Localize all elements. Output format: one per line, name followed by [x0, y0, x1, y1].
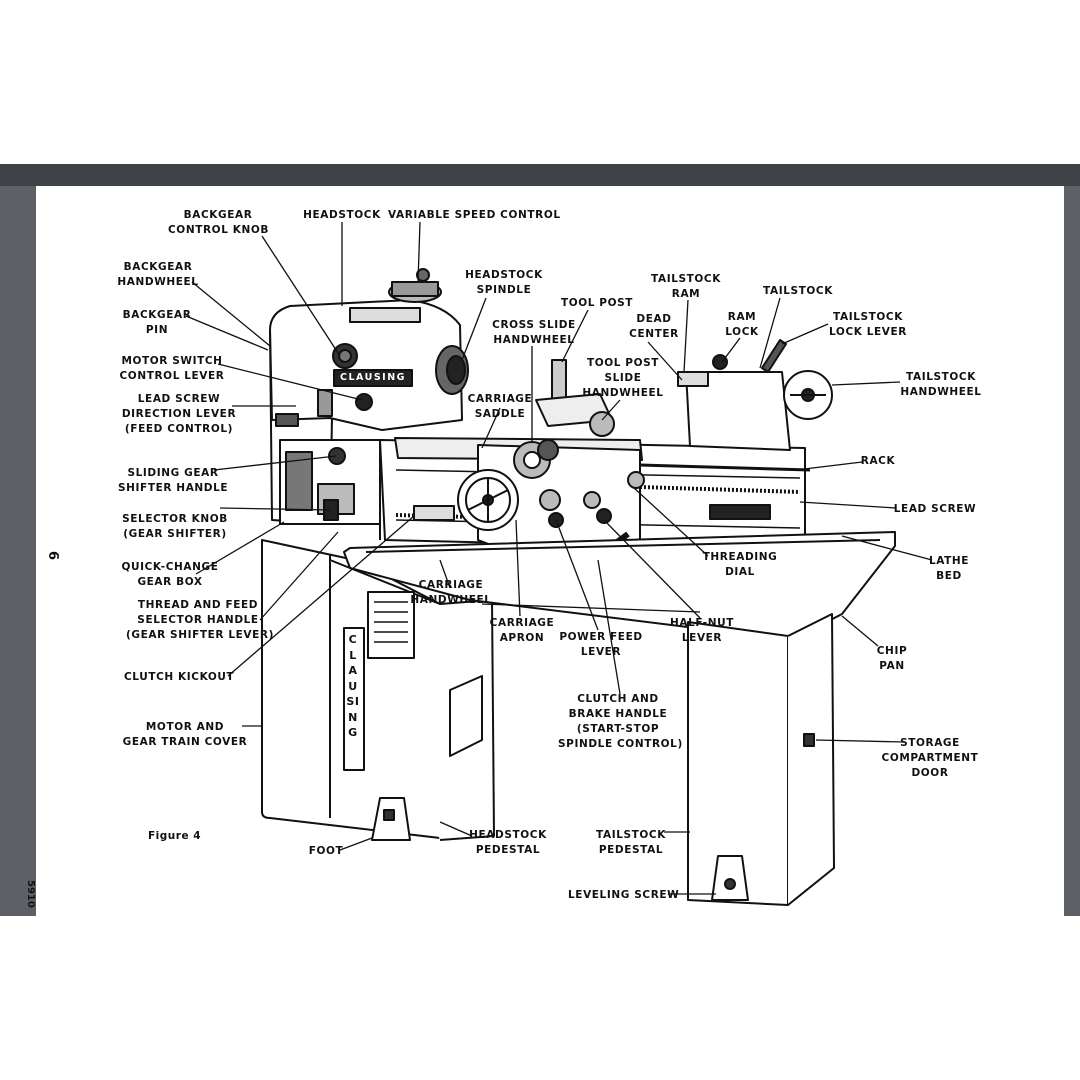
- label-tool-post: TOOL POST: [560, 297, 634, 309]
- label-half-nut-lever: HALF-NUT LEVER: [669, 617, 735, 644]
- label-carriage-saddle: CARRIAGE SADDLE: [467, 393, 533, 420]
- label-threading-dial: THREADING DIAL: [702, 551, 778, 578]
- label-headstock: HEADSTOCK: [303, 209, 381, 221]
- top-margin: [0, 0, 1080, 164]
- pedestal-lettering: CLAUSING: [346, 633, 360, 739]
- label-thread-feed-selector-handle: THREAD AND FEED SELECTOR HANDLE (GEAR SH…: [126, 599, 275, 641]
- clutch-kickout: [413, 505, 455, 521]
- label-dead-center: DEAD CENTER: [629, 313, 679, 340]
- brand-plate: CLAUSING: [340, 372, 406, 383]
- label-backgear-pin: BACKGEAR PIN: [122, 309, 192, 336]
- label-storage-compartment-door: STORAGE COMPARTMENT DOOR: [881, 737, 979, 779]
- label-tailstock-handwheel: TAILSTOCK HANDWHEEL: [900, 371, 982, 398]
- label-headstock-pedestal: HEADSTOCK PEDESTAL: [469, 829, 547, 856]
- label-carriage-apron: CARRIAGE APRON: [489, 617, 555, 644]
- brand-plate-bg: [333, 369, 413, 387]
- bottom-margin: [0, 916, 1080, 1080]
- label-tailstock-lock-lever: TAILSTOCK LOCK LEVER: [829, 311, 907, 338]
- label-tool-post-slide-handwheel: TOOL POST SLIDE HANDWHEEL: [582, 357, 664, 399]
- label-cross-slide-handwheel: CROSS SLIDE HANDWHEEL: [492, 319, 576, 346]
- label-lead-screw-direction-lever: LEAD SCREW DIRECTION LEVER (FEED CONTROL…: [121, 393, 237, 435]
- figure-caption: Figure 4: [148, 830, 202, 842]
- label-sliding-gear-shifter-handle: SLIDING GEAR SHIFTER HANDLE: [118, 467, 229, 494]
- label-leveling-screw: LEVELING SCREW: [568, 889, 680, 901]
- tailstock-ram: [677, 371, 709, 387]
- label-clutch-brake-handle: CLUTCH AND BRAKE HANDLE (START-STOP SPIN…: [558, 693, 683, 750]
- label-lead-screw: LEAD SCREW: [893, 503, 977, 515]
- label-rack: RACK: [860, 455, 896, 467]
- label-power-feed-lever: POWER FEED LEVER: [559, 631, 643, 658]
- tailstock-body: [685, 371, 791, 451]
- label-quick-change-gear-box: QUICK-CHANGE GEAR BOX: [121, 561, 219, 588]
- label-foot: FOOT: [308, 845, 344, 857]
- label-carriage-handwheel: CARRIAGE HANDWHEEL: [410, 579, 492, 606]
- pedestal-lettering-panel: [343, 627, 365, 771]
- label-tailstock: TAILSTOCK: [763, 285, 833, 297]
- tool-post: [551, 359, 567, 401]
- side-page-number: 6: [45, 550, 61, 561]
- label-tailstock-ram: TAILSTOCK RAM: [651, 273, 721, 300]
- label-tailstock-pedestal: TAILSTOCK PEDESTAL: [596, 829, 666, 856]
- tailstock-lock-lever: [761, 339, 787, 373]
- label-headstock-spindle: HEADSTOCK SPINDLE: [465, 269, 543, 296]
- label-backgear-handwheel: BACKGEAR HANDWHEEL: [117, 261, 199, 288]
- viewer-toolbar-strip: [0, 164, 1080, 186]
- label-variable-speed-control: VARIABLE SPEED CONTROL: [388, 209, 561, 221]
- label-motor-switch-control-lever: MOTOR SWITCH CONTROL LEVER: [119, 355, 225, 382]
- threading-dial: [627, 471, 645, 489]
- label-ram-lock: RAM LOCK: [725, 311, 759, 338]
- label-selector-knob: SELECTOR KNOB (GEAR SHIFTER): [122, 513, 228, 540]
- tool-post-slide-handwheel: [589, 411, 615, 437]
- label-lathe-bed: LATHE BED: [928, 555, 970, 582]
- side-code: 5910: [25, 880, 36, 908]
- label-clutch-kickout: CLUTCH KICKOUT: [124, 671, 235, 683]
- label-chip-pan: CHIP PAN: [876, 645, 908, 672]
- label-motor-gear-train-cover: MOTOR AND GEAR TRAIN COVER: [122, 721, 248, 748]
- label-backgear-control-knob: BACKGEAR CONTROL KNOB: [168, 209, 269, 236]
- chip-pan: [343, 531, 896, 641]
- ram-lock: [712, 354, 728, 370]
